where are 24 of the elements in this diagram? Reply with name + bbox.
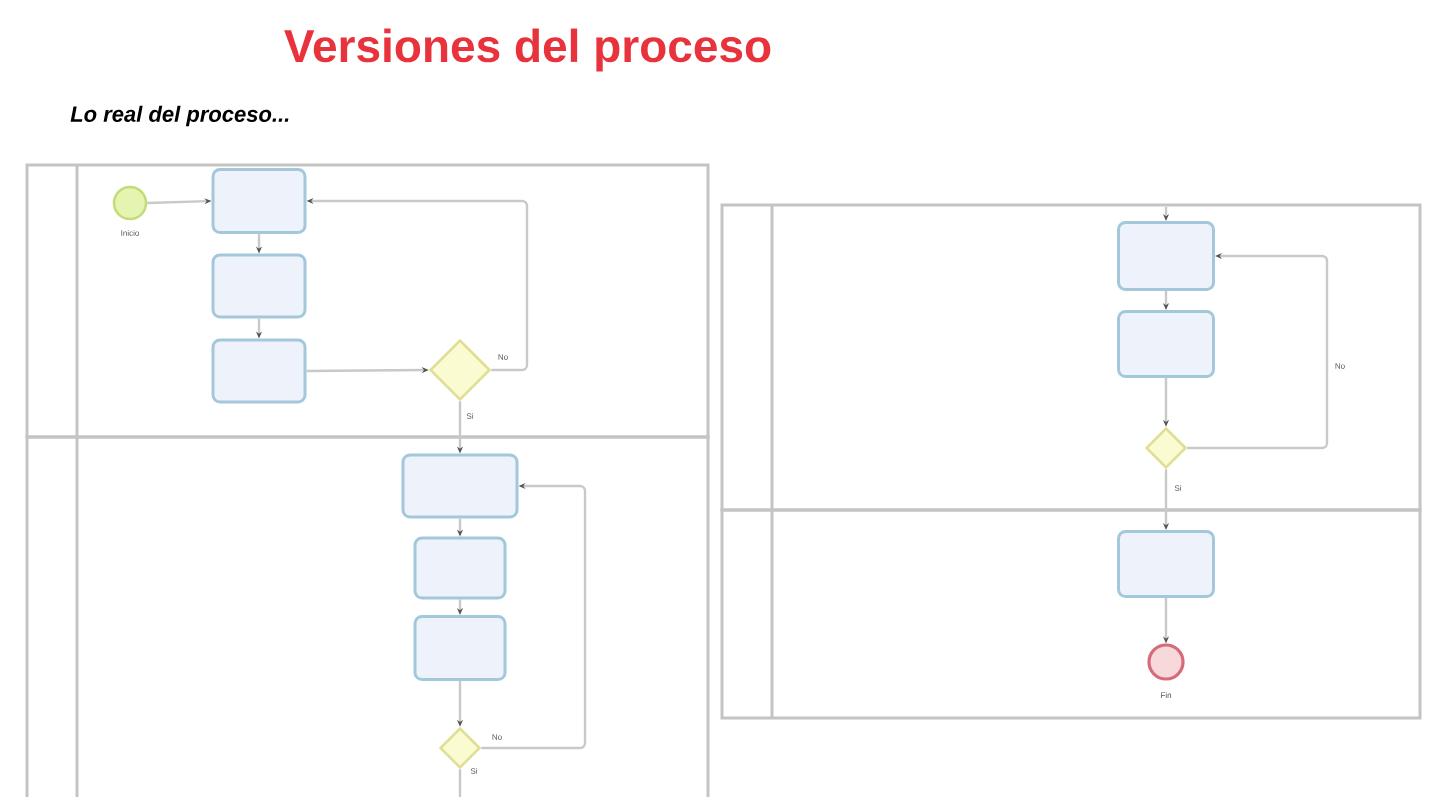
task-box (211, 338, 307, 404)
event-label: Fin (1161, 692, 1172, 698)
start-event-circle (112, 185, 148, 221)
edge-label: No (496, 353, 510, 361)
connector-line (458, 769, 462, 797)
event-label: Inicio (121, 230, 139, 236)
edge-label: No (490, 733, 504, 741)
task-box (401, 453, 519, 519)
task-box (1117, 310, 1215, 378)
edge-label: Si (469, 767, 479, 775)
task-box (413, 615, 507, 681)
title: Versiones del proceso (284, 28, 771, 72)
edge-label: Si (465, 412, 475, 420)
edge-label: No (1333, 362, 1347, 370)
task-box (1117, 221, 1215, 291)
swimlane (25, 435, 710, 797)
subtitle: Lo real del proceso... (70, 105, 289, 127)
task-box (1117, 530, 1215, 598)
task-box (211, 253, 307, 319)
edge-label: Si (1173, 484, 1183, 492)
task-box (413, 536, 507, 600)
task-box (211, 168, 307, 234)
swimlane (720, 508, 1422, 720)
end-event-circle (1147, 643, 1185, 681)
